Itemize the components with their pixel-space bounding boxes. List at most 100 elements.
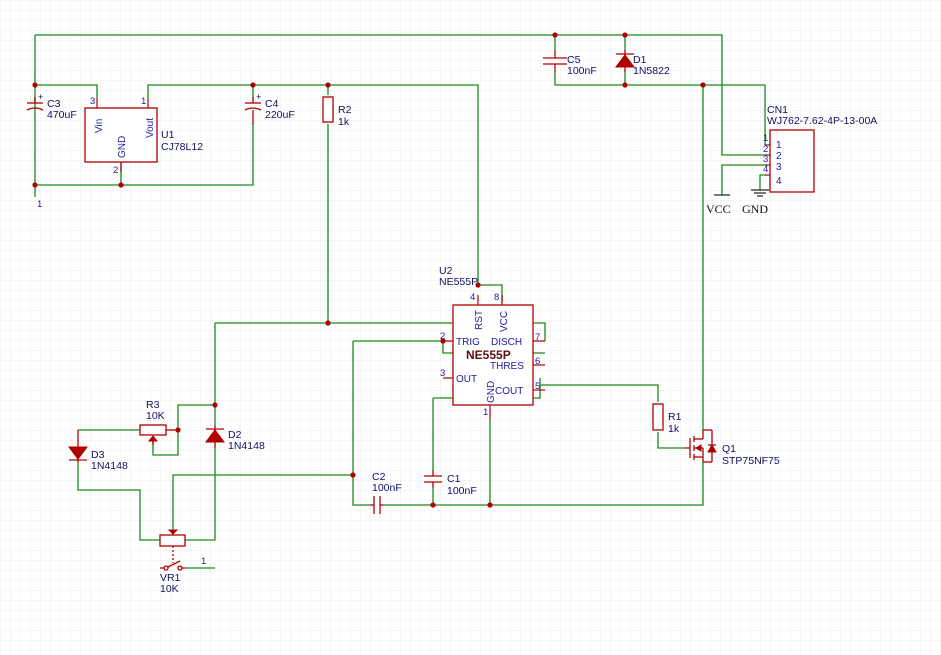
svg-text:OUT: OUT — [456, 374, 477, 385]
cn1-ref: CN1 — [767, 104, 788, 116]
input-pin-label: 1 — [37, 199, 42, 210]
vr1-value: 10K — [160, 583, 179, 595]
svg-text:GND: GND — [486, 381, 497, 403]
diode-d1[interactable]: D1 1N5822 — [615, 50, 670, 77]
vcc-symbol: VCC — [706, 194, 731, 216]
wire-r3-wiper — [152, 430, 179, 456]
junction — [212, 402, 218, 408]
r3-value: 10K — [146, 410, 165, 422]
wire-d3-down — [77, 462, 160, 541]
capacitor-c1[interactable]: C1 100nF — [424, 470, 477, 497]
svg-text:4: 4 — [470, 292, 475, 303]
svg-text:1: 1 — [776, 140, 782, 151]
d1-value: 1N5822 — [633, 65, 670, 77]
svg-text:+: + — [38, 92, 43, 102]
svg-text:3: 3 — [440, 368, 445, 379]
junction — [118, 182, 124, 188]
svg-text:2: 2 — [440, 331, 445, 342]
junction — [622, 82, 628, 88]
resistor-r1[interactable]: R1 1k — [652, 403, 682, 435]
svg-text:3: 3 — [90, 96, 95, 107]
wire-cn1-p4 — [759, 174, 765, 190]
svg-text:TRIG: TRIG — [456, 337, 480, 348]
wire-vr1-wiper — [172, 474, 353, 530]
r1-ref: R1 — [668, 411, 682, 423]
svg-text:COUT: COUT — [495, 386, 523, 397]
u1-pin-gnd: GND — [117, 136, 128, 158]
mosfet-q1[interactable]: Q1 STP75NF75 — [685, 429, 780, 467]
resistor-r2[interactable]: R2 1k — [322, 96, 352, 128]
regulator-u1[interactable]: 3 1 2 Vin Vout GND U1 CJ78L12 — [84, 96, 203, 176]
svg-text:1: 1 — [483, 407, 488, 418]
svg-text:2: 2 — [113, 165, 118, 176]
capacitor-c2[interactable]: C2 100nF — [370, 471, 402, 514]
junction — [250, 82, 256, 88]
q1-value: STP75NF75 — [722, 455, 780, 467]
diode-d3[interactable]: D3 1N4148 — [68, 430, 128, 472]
timer-u2[interactable]: 4 8 2 3 7 6 5 1 RST VCC TRIG DISCH THRES… — [439, 265, 545, 420]
junction — [32, 182, 38, 188]
svg-text:RST: RST — [474, 310, 485, 330]
gnd-symbol: GND — [742, 189, 769, 216]
u1-ref: U1 — [161, 129, 175, 141]
potentiometer-vr1[interactable]: 1 VR1 10K — [159, 529, 206, 595]
wire-top-rail — [35, 34, 765, 156]
wire-gnd-bus — [35, 125, 254, 186]
junction — [475, 282, 481, 288]
svg-text:2: 2 — [776, 151, 782, 162]
svg-text:VCC: VCC — [706, 202, 731, 216]
junction — [32, 82, 38, 88]
d2-value: 1N4148 — [228, 440, 265, 452]
junction — [325, 82, 331, 88]
capacitor-c3[interactable]: + C3 470uF — [26, 92, 77, 121]
c2-ref: C2 — [372, 471, 386, 483]
c3-value: 470uF — [47, 109, 77, 121]
c4-value: 220uF — [265, 109, 295, 121]
cn1-value: WJ762-7.62-4P-13-00A — [767, 115, 877, 127]
svg-text:3: 3 — [776, 162, 782, 173]
svg-text:7: 7 — [535, 332, 540, 343]
potentiometer-r3[interactable]: R3 10K — [139, 399, 178, 445]
junction — [552, 32, 558, 38]
wire-trig-bus — [215, 322, 546, 341]
junctions — [32, 32, 706, 508]
r3-ref: R3 — [146, 399, 160, 411]
wire-d2-bottom — [185, 448, 216, 541]
diode-d2[interactable]: D2 1N4148 — [205, 425, 265, 452]
c5-value: 100nF — [567, 65, 597, 77]
d2-ref: D2 — [228, 429, 242, 441]
svg-text:+: + — [256, 92, 261, 102]
r2-value: 1k — [338, 116, 350, 128]
d1-ref: D1 — [633, 54, 647, 66]
wire-c3-top — [35, 84, 98, 98]
svg-text:THRES: THRES — [490, 361, 524, 372]
c2-value: 100nF — [372, 482, 402, 494]
u2-value: NE555P — [439, 276, 478, 288]
r1-value: 1k — [668, 423, 680, 435]
vr1-ref: VR1 — [160, 572, 181, 584]
connector-cn1[interactable]: 1 2 3 4 1 2 3 4 CN1 WJ762-7.62-4P-13-00A — [763, 104, 877, 193]
c1-value: 100nF — [447, 485, 477, 497]
c1-ref: C1 — [447, 473, 461, 485]
d3-ref: D3 — [91, 449, 105, 461]
c4-ref: C4 — [265, 98, 279, 110]
junction — [350, 472, 356, 478]
junction — [430, 502, 436, 508]
junction — [700, 82, 706, 88]
r2-ref: R2 — [338, 104, 352, 116]
junction — [622, 32, 628, 38]
u1-value: CJ78L12 — [161, 141, 203, 153]
u2-center-label: NE555P — [466, 348, 511, 362]
q1-ref: Q1 — [722, 443, 736, 455]
c3-ref: C3 — [47, 98, 61, 110]
capacitor-c4[interactable]: + C4 220uF — [244, 92, 295, 125]
wire-d2-top — [177, 404, 215, 430]
c5-ref: C5 — [567, 54, 581, 66]
u2-ref: U2 — [439, 265, 453, 277]
svg-text:1: 1 — [201, 556, 206, 567]
u1-pin-vout: Vout — [145, 118, 156, 138]
capacitor-c5[interactable]: C5 100nF — [543, 50, 597, 77]
junction — [487, 502, 493, 508]
svg-text:6: 6 — [535, 356, 540, 367]
